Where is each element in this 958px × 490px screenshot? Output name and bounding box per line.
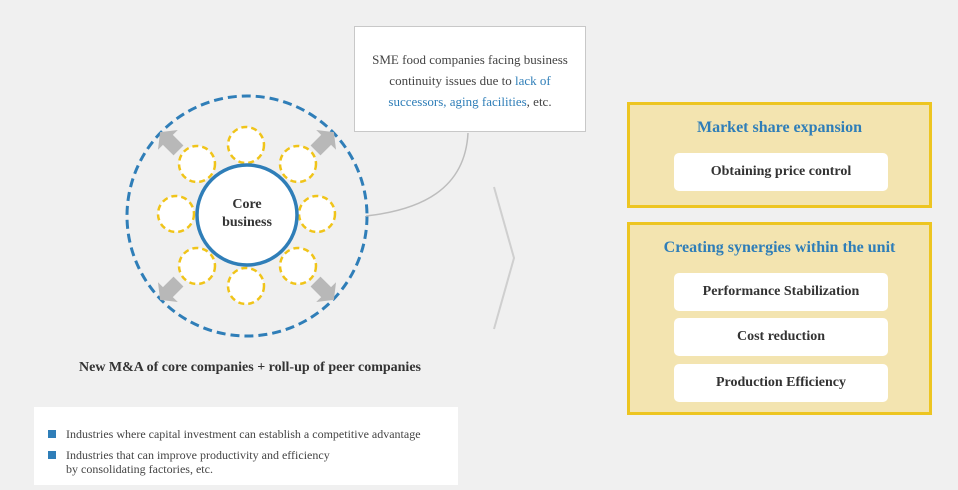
note-item: Industries where capital investment can …	[48, 427, 458, 441]
diagram-caption: New M&A of core companies + roll-up of p…	[79, 360, 421, 375]
peer-circle	[226, 266, 266, 306]
bullet-square-icon	[48, 430, 56, 438]
notes-box: Industries where capital investment can …	[34, 407, 458, 485]
core-label-line2: business	[222, 215, 272, 230]
callout-line3: successors, aging facilities, etc.	[365, 91, 575, 112]
callout-highlight-2: successors, aging facilities	[388, 94, 527, 109]
callout-box: SME food companies facing business conti…	[354, 26, 586, 132]
peer-circle	[226, 125, 266, 165]
callout-line1: SME food companies facing business	[372, 52, 568, 67]
peer-circle	[177, 246, 217, 286]
callout-connector	[365, 132, 469, 217]
callout-line2: continuity issues due to lack of	[365, 70, 575, 91]
note-text: Industries where capital investment can …	[66, 427, 421, 441]
peer-circle	[278, 246, 318, 286]
arrow-up-left	[157, 129, 184, 156]
synergy-item: Cost reduction	[674, 318, 888, 356]
arrow-down-right	[310, 276, 337, 303]
note-item: Industries that can improve productivity…	[48, 448, 458, 476]
core-business-label: Core business	[196, 196, 298, 232]
arrow-up-right	[310, 129, 337, 156]
note-text: Industries that can improve productivity…	[66, 448, 330, 476]
peer-circle	[156, 194, 196, 234]
market-share-panel: Market share expansion Obtaining price c…	[627, 102, 932, 208]
core-business-circle	[195, 163, 299, 267]
chevron-right-icon	[493, 186, 516, 330]
callout-highlight-1: lack of	[514, 73, 551, 88]
synergy-item: Performance Stabilization	[674, 273, 888, 311]
peer-circle	[297, 194, 337, 234]
peer-circle	[278, 144, 318, 184]
peer-circle	[177, 144, 217, 184]
peer-company-circles	[156, 125, 337, 306]
core-label-line1: Core	[232, 197, 262, 212]
synergy-panel: Creating synergies within the unit Perfo…	[627, 222, 932, 415]
expansion-arrows	[157, 129, 337, 303]
arrow-down-left	[157, 276, 184, 303]
synergy-title: Creating synergies within the unit	[663, 239, 896, 256]
market-share-item: Obtaining price control	[674, 153, 888, 191]
callout-line2-prefix: continuity issues due to	[389, 73, 515, 88]
bullet-square-icon	[48, 451, 56, 459]
market-share-title: Market share expansion	[696, 119, 863, 136]
callout-suffix: , etc.	[526, 94, 552, 109]
synergy-item: Production Efficiency	[674, 364, 888, 402]
